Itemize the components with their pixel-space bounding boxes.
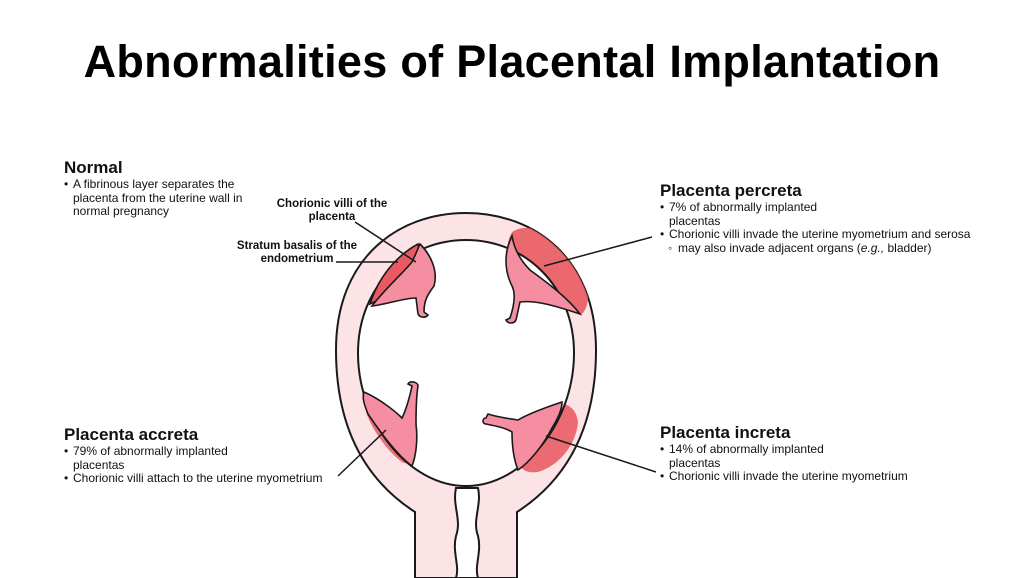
percreta-sub-bullet: may also invade adjacent organs (e.g., b… bbox=[660, 241, 1010, 256]
increta-bullet-1: 14% of abnormally implanted placentas bbox=[660, 442, 859, 470]
normal-bullet-1: A fibrinous layer separates the placenta… bbox=[64, 177, 264, 219]
percreta-bullet-1: 7% of abnormally implanted placentas bbox=[660, 200, 854, 228]
accreta-bullet-2: Chorionic villi attach to the uterine my… bbox=[64, 471, 364, 486]
accreta-bullet-1: 79% of abnormally implanted placentas bbox=[64, 444, 263, 472]
leader-increta bbox=[545, 435, 657, 473]
leader-chorionic-villi bbox=[354, 221, 417, 263]
normal-chorionic-villus bbox=[370, 242, 436, 318]
stratum-basalis-label: Stratum basalis of the endometrium bbox=[236, 240, 358, 265]
increta-description: Placenta increta 14% of abnormally impla… bbox=[660, 423, 960, 484]
leader-percreta bbox=[543, 236, 653, 267]
leader-accreta bbox=[337, 429, 387, 477]
accreta-heading: Placenta accreta bbox=[64, 425, 199, 444]
accreta-description: Placenta accreta 79% of abnormally impla… bbox=[64, 425, 364, 486]
increta-chorionic-villus bbox=[482, 400, 563, 472]
normal-heading: Normal bbox=[64, 158, 123, 177]
percreta-invasion bbox=[507, 227, 589, 314]
percreta-bullet-2: Chorionic villi invade the uterine myome… bbox=[660, 227, 1010, 242]
chorionic-villi-label: Chorionic villi of the placenta bbox=[276, 198, 388, 223]
percreta-description: Placenta percreta 7% of abnormally impla… bbox=[660, 181, 1010, 255]
increta-heading: Placenta increta bbox=[660, 423, 791, 442]
percreta-chorionic-villus bbox=[504, 233, 583, 324]
normal-description: Normal A fibrinous layer separates the p… bbox=[64, 158, 264, 219]
page-title: Abnormalities of Placental Implantation bbox=[83, 36, 941, 87]
cervical-canal bbox=[453, 487, 481, 578]
accreta-chorionic-villus bbox=[362, 381, 419, 468]
percreta-heading: Placenta percreta bbox=[660, 181, 802, 200]
increta-bullet-2: Chorionic villi invade the uterine myome… bbox=[660, 469, 960, 484]
